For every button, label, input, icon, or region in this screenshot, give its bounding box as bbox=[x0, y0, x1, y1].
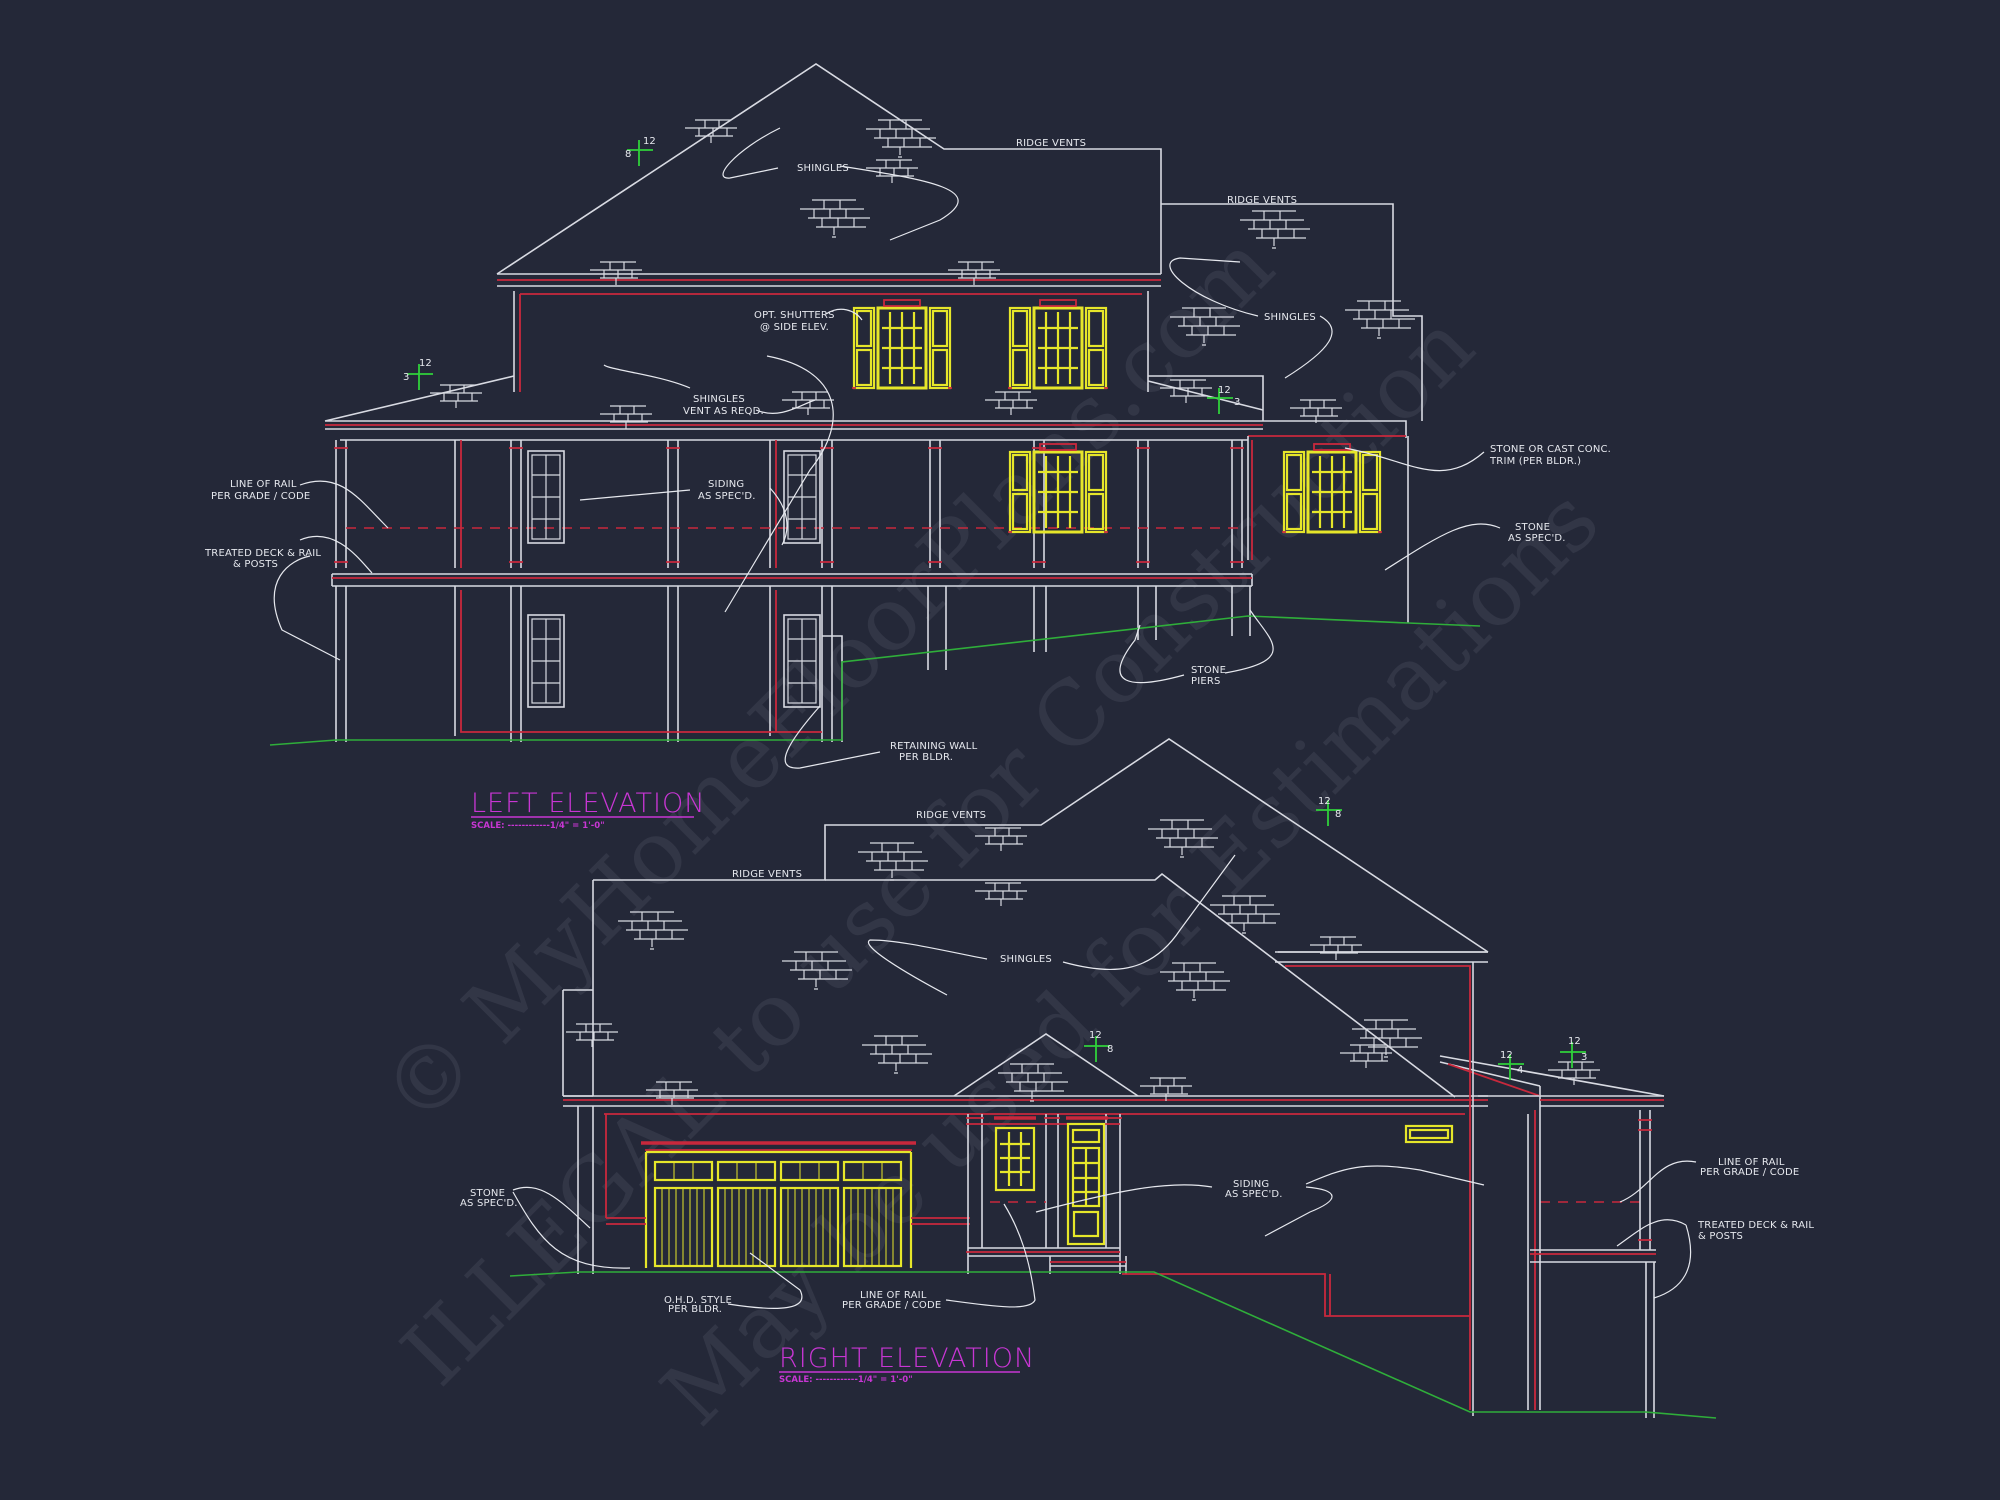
note-shutters: OPT. SHUTTERS bbox=[754, 310, 835, 321]
note-stone: STONE bbox=[1515, 522, 1550, 533]
note-shingles: SHINGLES bbox=[1000, 954, 1052, 965]
note-stone: AS SPEC'D. bbox=[1508, 533, 1566, 544]
note-stone-trim: STONE OR CAST CONC. bbox=[1490, 444, 1611, 455]
svg-text:8: 8 bbox=[625, 149, 631, 160]
window bbox=[527, 614, 565, 708]
note-siding: AS SPEC'D. bbox=[1225, 1189, 1283, 1200]
note-siding: SIDING bbox=[708, 479, 744, 490]
note-line-of-rail: PER GRADE / CODE bbox=[1700, 1167, 1799, 1178]
note-shingles-vent: VENT AS REQD. bbox=[683, 406, 764, 417]
note-ohd: PER BLDR. bbox=[668, 1304, 722, 1315]
note-ridge-vents: RIDGE VENTS bbox=[1227, 195, 1297, 206]
note-shutters: @ SIDE ELEV. bbox=[760, 322, 829, 333]
note-ohd: O.H.D. STYLE bbox=[664, 1295, 732, 1306]
note-ridge-vents: RIDGE VENTS bbox=[1016, 138, 1086, 149]
svg-text:8: 8 bbox=[1107, 1044, 1113, 1055]
note-line-of-rail: LINE OF RAIL bbox=[230, 479, 297, 490]
note-treated-deck: & POSTS bbox=[233, 559, 278, 570]
note-line-of-rail: PER GRADE / CODE bbox=[211, 491, 310, 502]
svg-text:12: 12 bbox=[1318, 796, 1331, 807]
note-ridge-vents: RIDGE VENTS bbox=[916, 810, 986, 821]
note-shingles-vent: SHINGLES bbox=[693, 394, 745, 405]
note-line-of-rail: LINE OF RAIL bbox=[1718, 1157, 1785, 1168]
svg-text:12: 12 bbox=[1218, 385, 1231, 396]
window bbox=[527, 450, 565, 544]
svg-text:4: 4 bbox=[1517, 1065, 1523, 1076]
watermark-line-2: ILLEGAL to use for Construction bbox=[382, 294, 1493, 1405]
note-ridge-vents: RIDGE VENTS bbox=[732, 869, 802, 880]
svg-text:3: 3 bbox=[1234, 397, 1240, 408]
right-elevation-scale: SCALE: ------------1/4" = 1'-0" bbox=[779, 1375, 913, 1385]
note-stone-piers: PIERS bbox=[1191, 676, 1221, 687]
note-treated-deck: & POSTS bbox=[1698, 1231, 1743, 1242]
right-elevation: 12 8 12 8 12 4 12 3 RIDGE VENTS RIDGE VE… bbox=[460, 738, 1814, 1419]
left-elevation: 12 8 12 3 12 3 RIDGE VENTS RIDGE VENTS S… bbox=[204, 63, 1611, 831]
garage-door bbox=[606, 1141, 970, 1268]
note-stone-piers: STONE bbox=[1191, 665, 1226, 676]
note-shingles: SHINGLES bbox=[797, 163, 849, 174]
note-siding: SIDING bbox=[1233, 1179, 1269, 1190]
note-line-of-rail: LINE OF RAIL bbox=[860, 1290, 927, 1301]
svg-text:12: 12 bbox=[419, 358, 432, 369]
svg-text:12: 12 bbox=[643, 136, 656, 147]
right-elevation-title: RIGHT ELEVATION bbox=[779, 1343, 1035, 1374]
note-stone: STONE bbox=[470, 1188, 505, 1199]
note-siding: AS SPEC'D. bbox=[698, 491, 756, 502]
note-retaining-wall: RETAINING WALL bbox=[890, 741, 978, 752]
svg-text:12: 12 bbox=[1089, 1030, 1102, 1041]
svg-text:12: 12 bbox=[1568, 1036, 1581, 1047]
note-retaining-wall: PER BLDR. bbox=[899, 752, 953, 763]
svg-text:12: 12 bbox=[1500, 1050, 1513, 1061]
left-elevation-scale: SCALE: ------------1/4" = 1'-0" bbox=[471, 821, 605, 831]
note-stone: AS SPEC'D. bbox=[460, 1198, 518, 1209]
note-shingles: SHINGLES bbox=[1264, 312, 1316, 323]
note-treated-deck: TREATED DECK & RAIL bbox=[204, 548, 321, 559]
shuttered-window bbox=[850, 298, 954, 390]
svg-text:8: 8 bbox=[1335, 809, 1341, 820]
left-elevation-title: LEFT ELEVATION bbox=[471, 788, 705, 819]
note-line-of-rail: PER GRADE / CODE bbox=[842, 1300, 941, 1311]
svg-text:3: 3 bbox=[403, 372, 409, 383]
note-stone-trim: TRIM (PER BLDR.) bbox=[1489, 456, 1581, 467]
svg-text:3: 3 bbox=[1581, 1052, 1587, 1063]
note-treated-deck: TREATED DECK & RAIL bbox=[1697, 1220, 1814, 1231]
